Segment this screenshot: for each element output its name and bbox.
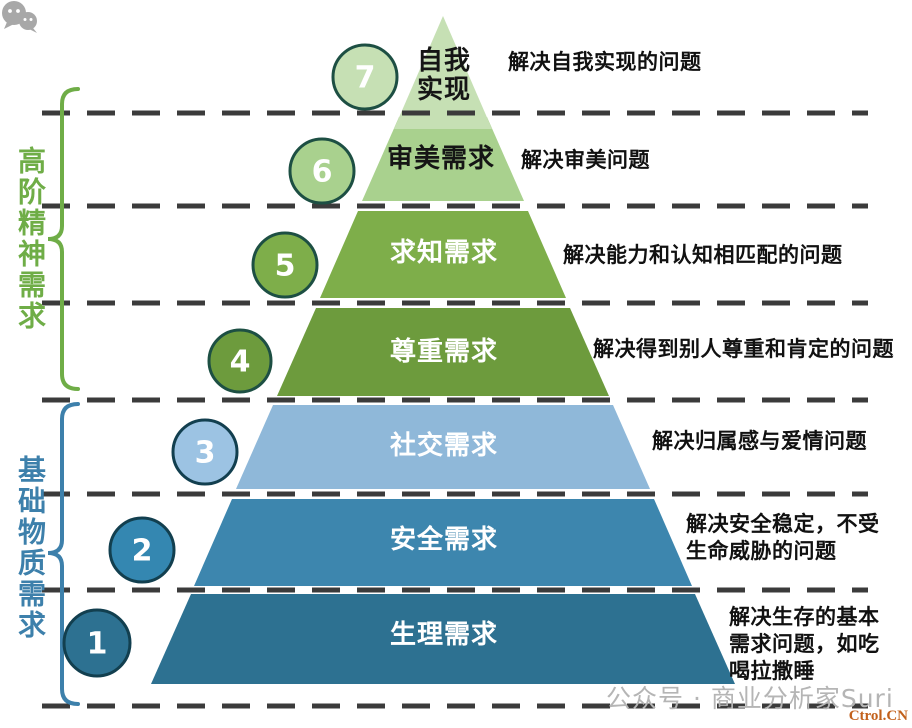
wechat-icon	[2, 1, 37, 33]
level-2-annotation: 解决安全稳定，不受 生命威胁的问题	[686, 512, 880, 563]
watermark-text: 公众号 · 商业分析家Suri	[606, 684, 894, 713]
level-4-band	[277, 308, 609, 396]
level-dividers	[42, 110, 868, 709]
level-4-number: 4	[230, 345, 251, 380]
level-4-label: 尊重需求	[389, 337, 499, 367]
level-3-number: 3	[195, 436, 216, 471]
footer-credit: Ctrol.CN	[848, 708, 908, 724]
level-7-label: 自我实现	[416, 46, 471, 105]
level-6-circle	[288, 137, 356, 205]
wechat-bubble-eyes	[8, 9, 33, 21]
level-6-annotation: 解决审美问题	[521, 148, 650, 172]
group-label-high-spiritual: 高阶精神需求	[14, 146, 47, 332]
level-2-circle	[108, 516, 176, 584]
level-3-label: 社交需求	[389, 431, 499, 461]
level-1-number: 1	[87, 627, 108, 662]
high-group-brace	[47, 87, 80, 391]
level-5-band	[320, 211, 566, 298]
level-2-label: 安全需求	[389, 525, 499, 555]
level-1-annotation: 解决生存的基本 需求问题，如吃 喝拉撒睡	[729, 605, 880, 683]
level-5-number: 5	[275, 249, 296, 284]
level-6-label: 审美需求	[386, 144, 496, 174]
group-label-basic-material: 基础物质需求	[14, 455, 47, 641]
level-7-band	[394, 16, 492, 129]
level-4-circle	[207, 328, 273, 394]
level-3-circle	[171, 418, 239, 486]
level-1-band	[151, 594, 735, 684]
level-1-label: 生理需求	[389, 620, 499, 650]
level-4-annotation: 解决得到别人尊重和肯定的问题	[593, 337, 894, 361]
level-7-annotation: 解决自我实现的问题	[508, 50, 702, 74]
level-7-number: 7	[355, 61, 376, 96]
level-5-annotation: 解决能力和认知相匹配的问题	[563, 243, 843, 267]
level-5-label: 求知需求	[389, 238, 499, 268]
level-2-band	[194, 499, 692, 586]
level-1-circle	[62, 608, 132, 678]
level-2-number: 2	[132, 534, 153, 569]
level-3-annotation: 解决归属感与爱情问题	[652, 429, 867, 453]
wechat-bubbles	[2, 1, 37, 33]
level-6-number: 6	[312, 155, 333, 190]
level-7-circle	[331, 43, 399, 111]
basic-group-brace	[47, 402, 80, 706]
level-5-circle	[251, 231, 319, 299]
level-3-band	[236, 405, 650, 489]
level-6-band	[362, 117, 524, 201]
